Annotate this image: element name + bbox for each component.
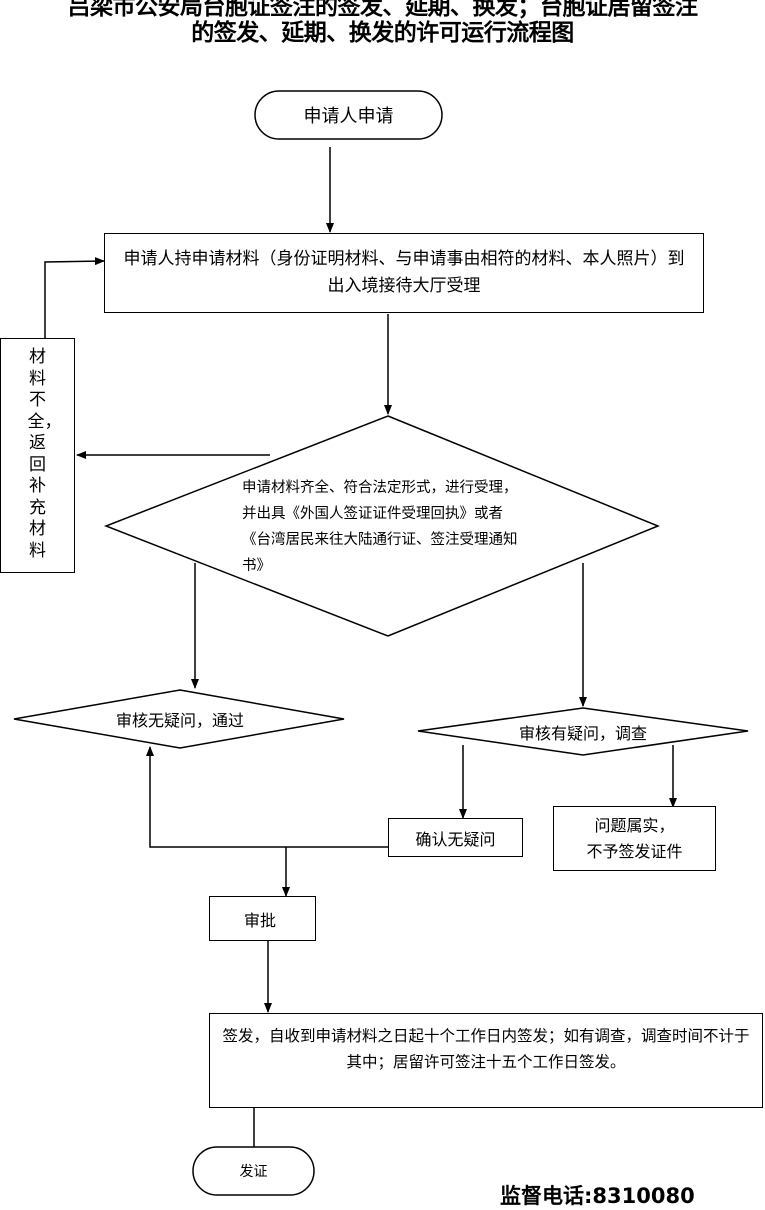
approve-box: 审批: [209, 896, 316, 941]
pass-decision: [13, 689, 345, 749]
end-label: 发证: [239, 1164, 268, 1180]
investigate-label: 审核有疑问，调查: [518, 724, 647, 743]
investigate-decision: [417, 707, 749, 756]
pass-label: 审核无疑问，通过: [115, 711, 244, 730]
end-terminal: [192, 1146, 315, 1196]
approve-label: 审批: [244, 910, 277, 930]
confirm-box: 确认无疑问: [388, 818, 523, 857]
reject-label-line1: 问题属实，: [594, 815, 675, 835]
arrow-incomplete-to-submit: [44, 257, 105, 338]
issue-label: 签发，自收到申请材料之日起十个工作日内签发；如有调查，调查时间不计于其中；居留许…: [222, 1027, 750, 1071]
submit-box: 申请人持申请材料（身份证明材料、与申请事由相符的材料、本人照片）到出入境接待大厅…: [104, 233, 704, 313]
confirm-label: 确认无疑问: [415, 829, 496, 849]
page-title-line2: 的签发、延期、换发的许可运行流程图: [191, 20, 574, 46]
incomplete-box: 材料不全，返回补充材料: [0, 338, 75, 573]
supervision-hotline: 监督电话:8310080: [500, 1184, 695, 1208]
accept-decision: [103, 415, 660, 637]
start-terminal: [254, 90, 443, 140]
submit-label: 申请人持申请材料（身份证明材料、与申请事由相符的材料、本人照片）到出入境接待大厅…: [123, 249, 685, 296]
arrow-confirm-to-pass: [146, 746, 388, 848]
reject-box: 问题属实， 不予签发证件: [553, 806, 716, 871]
reject-label-line2: 不予签发证件: [586, 841, 683, 861]
accept-label: 申请材料齐全、符合法定形式，进行受理，并出具《外国人签证证件受理回执》或者《台湾…: [242, 480, 518, 574]
incomplete-label: 材料不全，返回补充材料: [27, 347, 62, 561]
page-title-line1: 吕梁市公安局台胞证签注的签发、延期、换发；台胞证居留签注: [67, 0, 699, 20]
issue-box: 签发，自收到申请材料之日起十个工作日内签发；如有调查，调查时间不计于其中；居留许…: [209, 1013, 763, 1108]
start-label: 申请人申请: [303, 106, 394, 127]
